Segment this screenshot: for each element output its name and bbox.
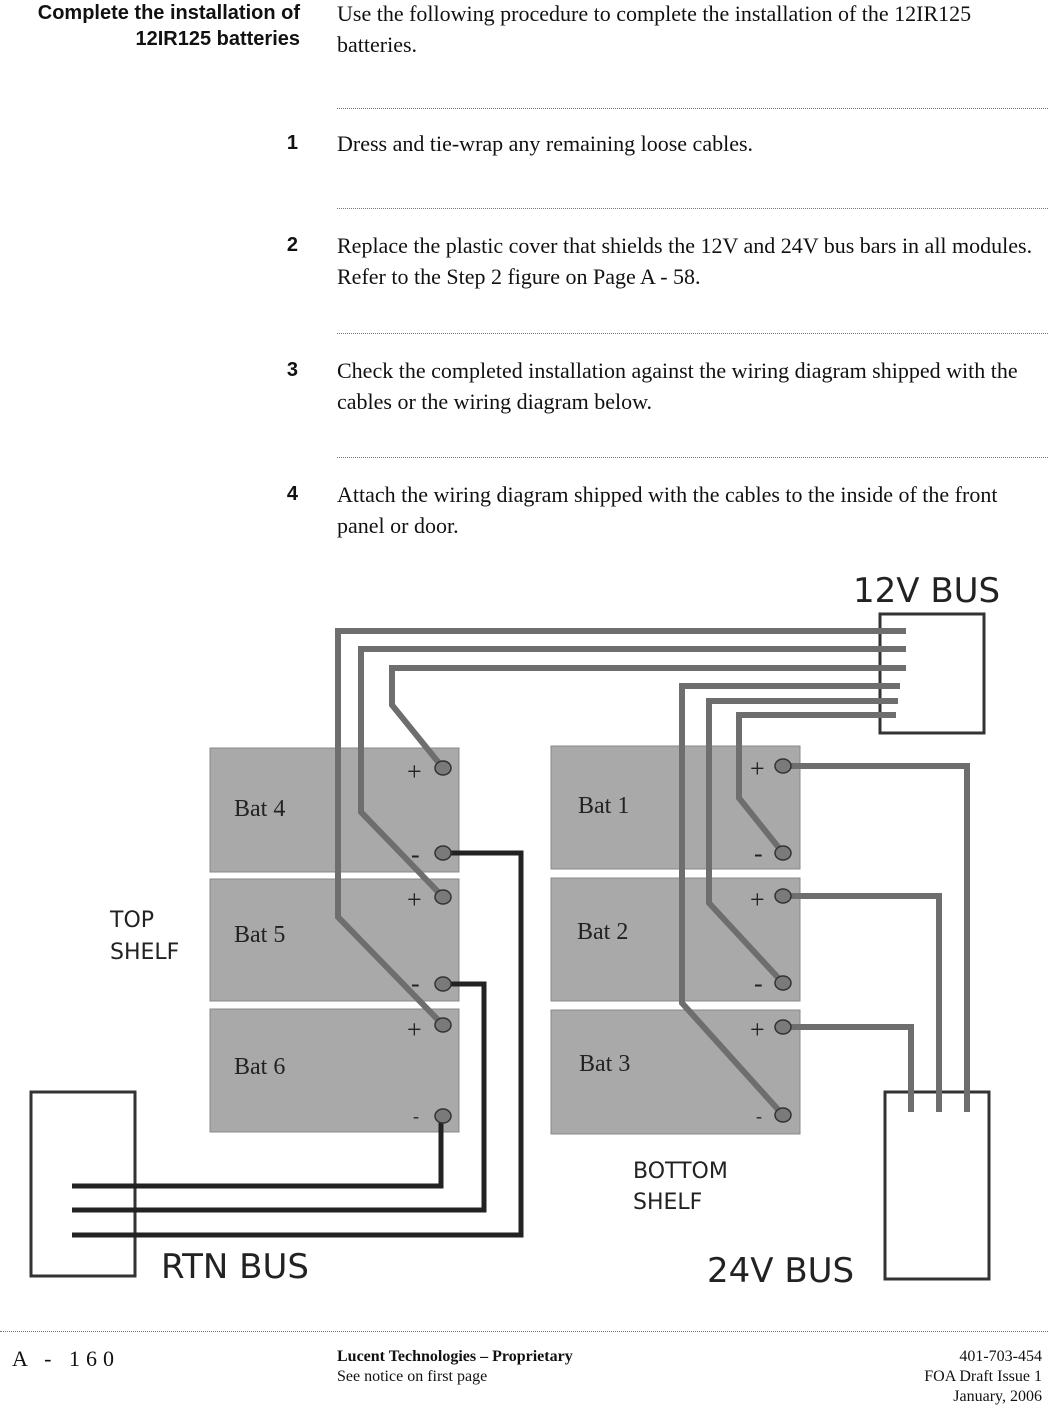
bottom-shelf-label-line2: SHELF <box>633 1190 702 1215</box>
minus-sign: - <box>411 969 420 998</box>
minus-sign: - <box>754 969 763 998</box>
wire-bat6-pos <box>335 628 906 1028</box>
step-text: Replace the plastic cover that shields t… <box>337 233 1033 289</box>
plus-sign: + <box>750 885 765 914</box>
footer-company: Lucent Technologies – Proprietary <box>337 1348 573 1365</box>
minus-sign: - <box>413 1106 419 1126</box>
bus-24v-box <box>883 1090 991 1281</box>
terminal-bat4-pos <box>434 760 452 776</box>
wire-bat2-neg <box>706 698 898 986</box>
plus-sign: + <box>407 885 422 914</box>
top-shelf-label-line2: SHELF <box>110 940 179 965</box>
wire-bat4-neg <box>72 850 524 1238</box>
bottom-shelf-label-line1: BOTTOM <box>633 1159 728 1184</box>
step-number: 4 <box>286 483 298 505</box>
step-divider <box>337 333 1048 334</box>
wire-bat4-pos <box>389 665 906 770</box>
section-heading-line1: Complete the installation of <box>37 2 300 24</box>
step-divider <box>337 108 1048 109</box>
page-number: A - 160 <box>12 1346 120 1371</box>
plus-sign: + <box>750 1015 765 1044</box>
footer-notice: See notice on first page <box>337 1368 488 1385</box>
top-shelf-label-line1: TOP <box>109 908 154 933</box>
plus-sign: + <box>407 1015 422 1044</box>
section-heading-line2: 12IR125 batteries <box>135 28 300 50</box>
plus-sign: + <box>750 754 765 783</box>
terminal-bat2-pos <box>774 888 792 904</box>
step-text: Check the completed installation against… <box>337 358 1018 414</box>
terminal-bat6-pos <box>434 1017 452 1033</box>
terminal-bat4-neg <box>434 845 452 861</box>
battery-2-box <box>550 877 801 1002</box>
step-number: 2 <box>286 234 298 256</box>
battery-4-label: Bat 4 <box>234 796 285 822</box>
battery-1-box <box>550 745 801 870</box>
footer-divider <box>0 1331 1048 1332</box>
terminal-bat5-neg <box>434 976 452 992</box>
terminal-bat3-pos <box>774 1019 792 1035</box>
terminal-bat1-pos <box>774 758 792 774</box>
minus-sign: - <box>756 1106 762 1126</box>
step-text: Attach the wiring diagram shipped with t… <box>337 482 998 538</box>
step-divider <box>337 208 1048 209</box>
minus-sign: - <box>411 840 420 869</box>
section-heading: Complete the installation of 12IR125 bat… <box>0 0 300 52</box>
terminal-bat6-neg <box>434 1108 452 1124</box>
step-divider <box>337 457 1048 458</box>
bus-12v-label: 12V BUS <box>853 571 1000 611</box>
step-number: 3 <box>286 359 298 381</box>
wiring-diagram: Bat 4 Bat 5 Bat 6 Bat 1 Bat 2 Bat 3 + - … <box>29 571 1000 1291</box>
wire-bat2-pos <box>783 893 942 1112</box>
step-number: 1 <box>286 132 298 154</box>
battery-6-label: Bat 6 <box>234 1054 285 1080</box>
battery-2-label: Bat 2 <box>577 919 628 945</box>
step-text: Dress and tie-wrap any remaining loose c… <box>337 131 754 156</box>
battery-6-box <box>209 1008 460 1133</box>
footer-date: January, 2006 <box>953 1388 1042 1405</box>
intro-paragraph: Use the following procedure to complete … <box>337 1 972 57</box>
bus-rtn-label: RTN BUS <box>161 1247 309 1287</box>
wire-bat3-neg <box>679 683 900 1118</box>
footer-issue: FOA Draft Issue 1 <box>924 1368 1042 1385</box>
plus-sign: + <box>407 757 422 786</box>
wire-bat1-pos <box>783 763 970 1112</box>
terminal-bat1-neg <box>774 845 792 861</box>
wire-bat5-pos <box>358 646 906 900</box>
battery-3-label: Bat 3 <box>579 1051 630 1077</box>
footer-right: 401-703-454 FOA Draft Issue 1 January, 2… <box>924 1347 1042 1407</box>
wire-bat3-pos <box>783 1024 914 1112</box>
footer-doc-number: 401-703-454 <box>959 1348 1042 1365</box>
footer-center: Lucent Technologies – Proprietary See no… <box>337 1347 573 1387</box>
battery-4-box <box>209 747 460 873</box>
battery-1-label: Bat 1 <box>578 793 629 819</box>
minus-sign: - <box>754 839 763 868</box>
battery-5-box <box>209 878 460 1002</box>
terminal-bat2-neg <box>774 975 792 991</box>
wire-bat1-neg <box>736 712 896 855</box>
battery-3-box <box>550 1009 801 1135</box>
terminal-bat3-neg <box>774 1107 792 1123</box>
wire-bat5-neg <box>72 981 487 1213</box>
bus-24v-label: 24V BUS <box>707 1251 854 1291</box>
terminal-bat5-pos <box>434 889 452 905</box>
battery-5-label: Bat 5 <box>234 922 285 948</box>
